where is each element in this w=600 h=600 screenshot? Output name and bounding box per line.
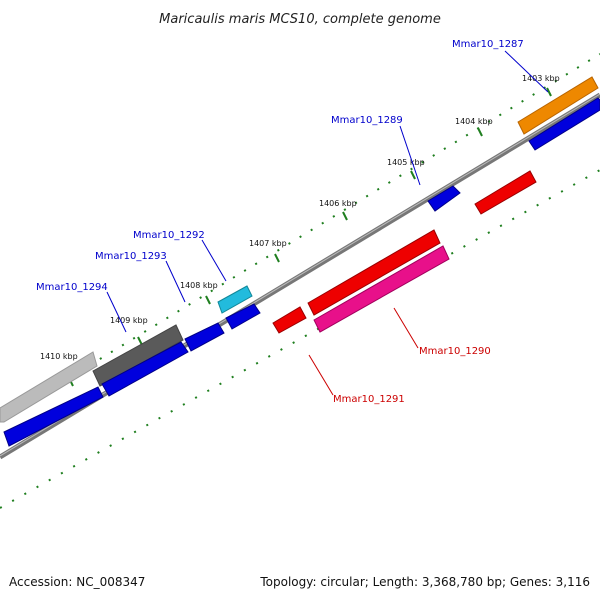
tick-label-1407: 1407 kbp [249, 239, 287, 248]
gene-dark-gray[interactable] [92, 324, 184, 387]
label-mmar10-1294[interactable]: Mmar10_1294 [36, 282, 108, 293]
tick-label-1409: 1409 kbp [110, 316, 148, 325]
gene-mmar10-1287[interactable] [517, 76, 599, 135]
label-mmar10-1293[interactable]: Mmar10_1293 [95, 251, 167, 262]
forward-tick-track [0, 53, 600, 421]
accession-text: Accession: NC_008347 [9, 575, 145, 589]
label-mmar10-1289[interactable]: Mmar10_1289 [331, 115, 403, 126]
gene-cyan[interactable] [217, 285, 253, 314]
gene-blue-small-1[interactable] [184, 322, 225, 352]
label-mmar10-1287[interactable]: Mmar10_1287 [452, 39, 524, 50]
gene-mmar10-1291[interactable] [307, 229, 441, 316]
gene-red-right[interactable] [474, 170, 537, 215]
gene-mmar10-1289[interactable] [427, 185, 461, 212]
label-mmar10-1292[interactable]: Mmar10_1292 [133, 230, 205, 241]
gene-mmar10-1293[interactable] [101, 341, 189, 397]
gene-mmar10-1294[interactable] [3, 386, 104, 447]
label-mmar10-1291[interactable]: Mmar10_1291 [333, 394, 405, 405]
reverse-tick-track [0, 169, 600, 509]
forward-genes [0, 76, 599, 423]
tick-label-1403: 1403 kbp [522, 74, 560, 83]
gene-mmar10-1292[interactable] [225, 303, 261, 330]
label-mmar10-1290[interactable]: Mmar10_1290 [419, 346, 491, 357]
tick-label-1405: 1405 kbp [387, 158, 425, 167]
gene-mmar10-1290[interactable] [313, 245, 450, 333]
gene-red-small[interactable] [272, 306, 307, 334]
genome-summary-text: Topology: circular; Length: 3,368,780 bp… [259, 575, 590, 589]
map-title: Maricaulis maris MCS10, complete genome [159, 12, 441, 27]
forward-leader-lines [106, 50, 549, 333]
tick-label-1404: 1404 kbp [455, 117, 493, 126]
tick-label-1406: 1406 kbp [319, 199, 357, 208]
blue-genes [3, 97, 600, 447]
gene-light-gray[interactable] [0, 351, 98, 423]
gene-blue-right[interactable] [528, 97, 600, 151]
tick-label-1408: 1408 kbp [180, 281, 218, 290]
reverse-genes [272, 170, 537, 334]
reverse-leader-lines [308, 307, 419, 396]
tick-label-1410: 1410 kbp [40, 352, 78, 361]
